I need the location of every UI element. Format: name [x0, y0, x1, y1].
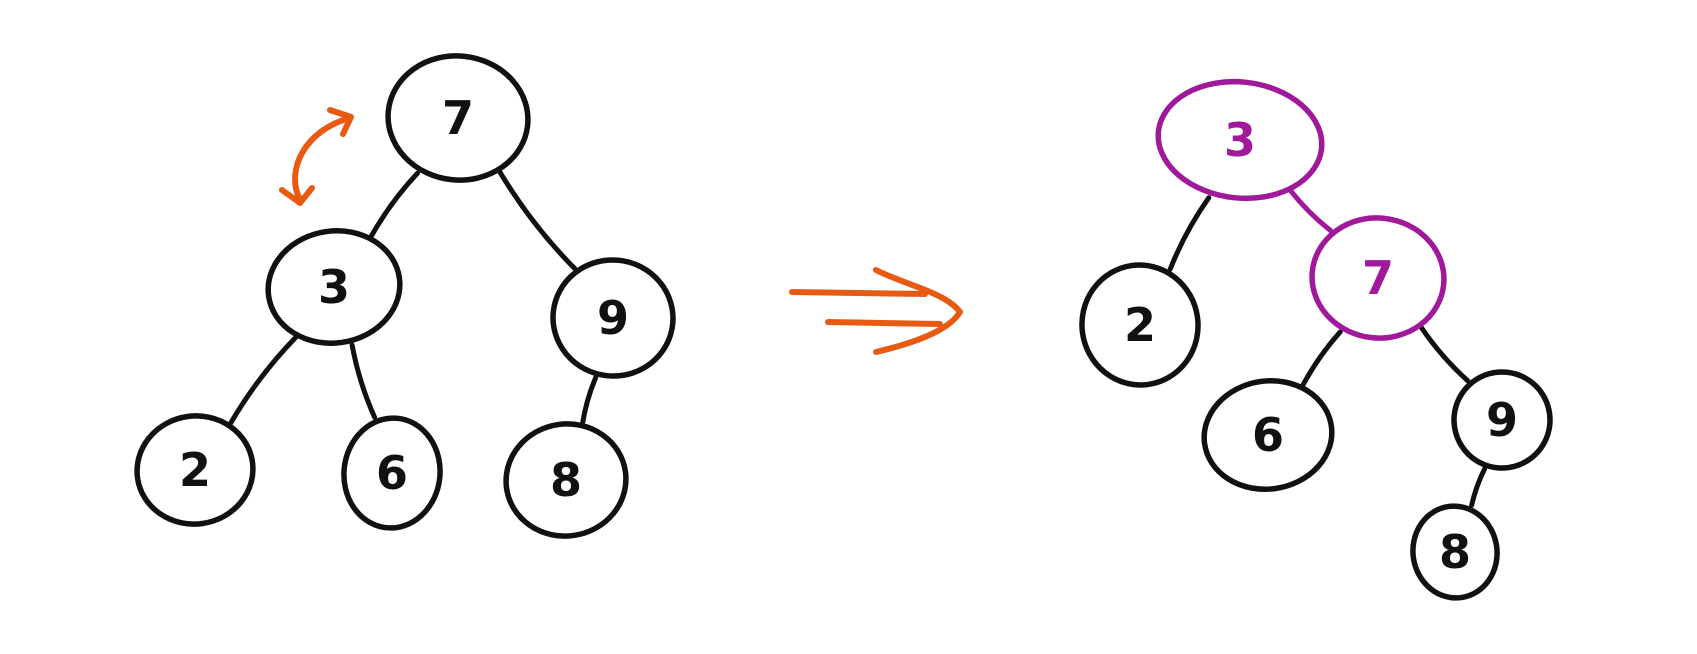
node-circle	[1155, 78, 1325, 202]
tree-node: 9	[1451, 369, 1553, 471]
tree-node: 3	[1155, 78, 1325, 202]
tree-node: 2	[134, 413, 256, 527]
nodes-layer: 7 3 9 2 6 8 3 2 7 6 9 8	[134, 53, 1553, 601]
tree-edge	[1167, 195, 1212, 272]
node-label: 9	[597, 291, 629, 345]
node-circle	[341, 415, 443, 531]
node-label: 7	[1362, 251, 1394, 305]
edges-layer	[228, 169, 1488, 508]
tree-node: 6	[341, 415, 443, 531]
node-label: 2	[179, 443, 211, 497]
node-circle	[1410, 503, 1500, 601]
node-label: 6	[1252, 408, 1284, 462]
node-label: 2	[1124, 298, 1156, 352]
tree-node: 6	[1201, 378, 1335, 492]
tree-edge	[349, 342, 378, 420]
tree-edge	[368, 170, 420, 239]
tree-edge	[497, 169, 578, 271]
node-circle	[265, 228, 403, 346]
tree-node: 9	[550, 257, 676, 379]
tree-edge	[1469, 466, 1488, 508]
node-circle	[503, 421, 629, 539]
curved-double-arrow-icon	[279, 107, 354, 206]
node-label: 6	[376, 446, 408, 500]
tree-edge	[580, 375, 599, 425]
tree-node: 7	[385, 53, 531, 183]
tree-edge	[1300, 329, 1343, 388]
node-circle	[1079, 262, 1201, 388]
node-circle	[385, 53, 531, 183]
tree-edge	[1287, 187, 1334, 234]
node-label: 3	[1224, 113, 1256, 167]
node-circle	[1201, 378, 1335, 492]
tree-edge	[1419, 325, 1471, 384]
tree-node: 8	[503, 421, 629, 539]
tree-node: 3	[265, 228, 403, 346]
implies-arrow-icon	[789, 267, 963, 355]
node-label: 8	[1439, 525, 1471, 579]
node-circle	[134, 413, 256, 527]
tree-node: 2	[1079, 262, 1201, 388]
node-circle	[1309, 215, 1447, 341]
node-label: 3	[318, 260, 350, 314]
tree-node: 7	[1309, 215, 1447, 341]
tree-node: 8	[1410, 503, 1500, 601]
node-circle	[1451, 369, 1553, 471]
node-circle	[550, 257, 676, 379]
node-label: 9	[1486, 393, 1518, 447]
node-label: 7	[442, 91, 474, 145]
node-label: 8	[550, 453, 582, 507]
tree-edge	[228, 334, 299, 426]
